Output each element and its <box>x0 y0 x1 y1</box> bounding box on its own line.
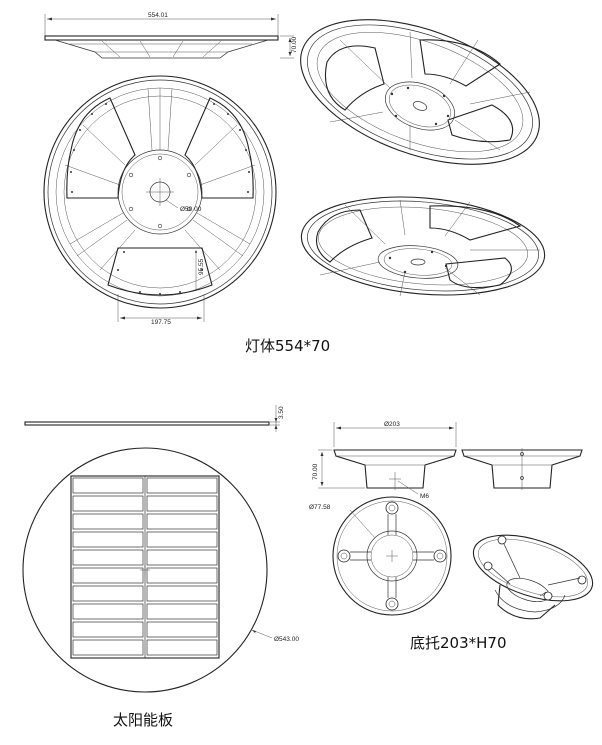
solar-cell <box>72 585 144 602</box>
lamp-caption: 灯体554*70 <box>245 337 331 355</box>
solar-cell <box>72 549 144 566</box>
solar-top-view: Ø543.00 <box>22 447 299 693</box>
lamp-width-dimension: 554.01 <box>148 12 168 19</box>
solar-thickness-label: 3.50 <box>278 406 285 419</box>
window-height-label: 95.55 <box>198 258 205 275</box>
lamp-height-dimension: 70.00 <box>291 36 298 53</box>
base-bolt-label: M6 <box>420 493 429 500</box>
lamp-top-view: Ø50.00 95.55 197.75 <box>43 75 277 326</box>
base-inner-diameter-label: Ø77.58 <box>309 504 331 511</box>
solar-cell <box>72 603 144 620</box>
base-height-label: 70.00 <box>312 463 319 480</box>
solar-cell <box>146 477 218 494</box>
base-caption: 底托203*H70 <box>410 634 507 652</box>
solar-cell <box>146 513 218 530</box>
solar-cell-grid <box>72 477 218 656</box>
solar-caption: 太阳能板 <box>113 711 174 729</box>
lamp-side-view: 554.01 70.00 <box>44 12 298 59</box>
solar-side-view: 3.50 <box>24 405 285 432</box>
solar-cell <box>146 567 218 584</box>
base-side-view <box>461 448 583 490</box>
lamp-iso-bottom-view <box>300 196 546 297</box>
base-diameter-label: Ø203 <box>384 421 400 428</box>
solar-cell <box>146 531 218 548</box>
base-top-view: Ø77.58 <box>309 496 452 616</box>
solar-cell <box>146 621 218 638</box>
solar-cell <box>146 495 218 512</box>
solar-cell <box>146 549 218 566</box>
solar-cell <box>146 639 218 656</box>
solar-cell <box>72 621 144 638</box>
solar-cell <box>72 513 144 530</box>
solar-cell <box>146 603 218 620</box>
lamp-iso-top-view <box>300 19 540 165</box>
solar-cell <box>72 531 144 548</box>
solar-cell <box>72 639 144 656</box>
solar-cell <box>146 585 218 602</box>
hub-diameter-label: Ø50.00 <box>180 206 202 213</box>
solar-diameter-label: Ø543.00 <box>274 636 299 643</box>
solar-cell <box>72 477 144 494</box>
window-width-label: 197.75 <box>151 319 171 326</box>
solar-cell <box>72 567 144 584</box>
solar-cell <box>72 495 144 512</box>
base-iso-view <box>472 534 594 620</box>
base-front-view: Ø203 M6 70.00 <box>312 421 457 500</box>
